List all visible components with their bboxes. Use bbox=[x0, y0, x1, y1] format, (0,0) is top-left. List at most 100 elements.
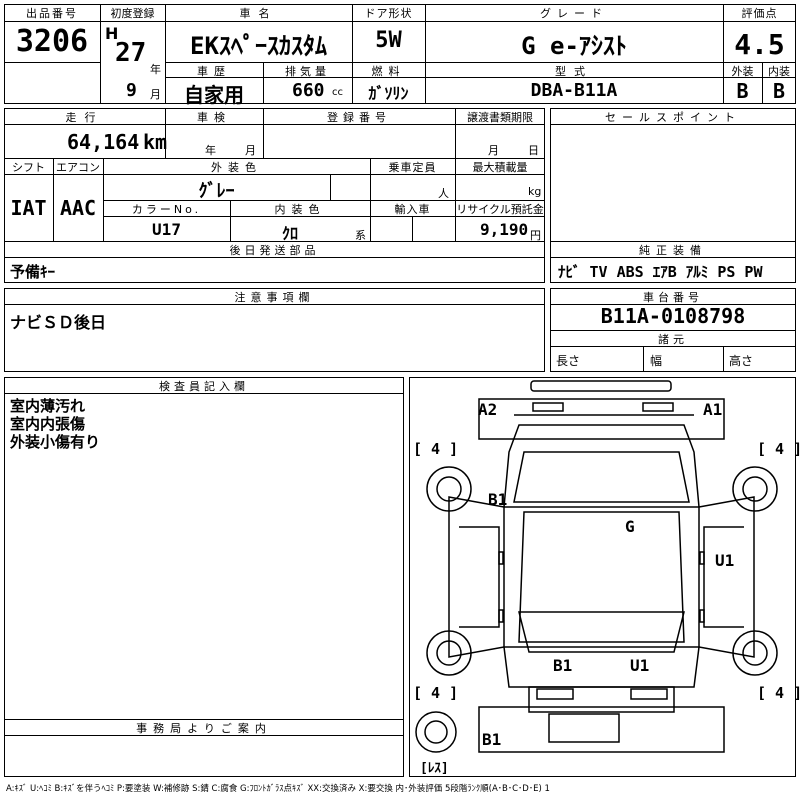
grade: G e-ｱｼｽﾄ bbox=[521, 32, 627, 60]
divider bbox=[165, 108, 166, 158]
year-unit: 年 bbox=[150, 63, 161, 76]
car-diagram bbox=[415, 380, 778, 753]
displacement-label: 排気量 bbox=[285, 65, 330, 78]
lot-number-label: 出品番号 bbox=[26, 7, 78, 20]
divider bbox=[4, 124, 545, 125]
ext-color: ｸﾞﾚｰ bbox=[198, 181, 235, 202]
divider bbox=[550, 124, 796, 125]
displacement: 660 bbox=[292, 80, 325, 101]
score: 4.5 bbox=[734, 28, 785, 61]
inspection-month-unit: 月 bbox=[245, 144, 256, 157]
header-block bbox=[4, 4, 796, 104]
equipment: ﾅﾋﾞ TV ABS ｴｱB ｱﾙﾐ PS PW bbox=[558, 263, 763, 281]
divider bbox=[230, 200, 231, 241]
divider bbox=[4, 21, 100, 22]
history: 自家用 bbox=[184, 83, 244, 107]
divider bbox=[4, 174, 545, 175]
divider bbox=[352, 4, 353, 104]
model-code: DBA-B11A bbox=[530, 80, 618, 101]
transfer-deadline-label: 譲渡書類期限 bbox=[467, 111, 533, 124]
spare-tire: [ﾚｽ] bbox=[420, 761, 449, 776]
tire-rear-left: [ 4 ] bbox=[413, 684, 459, 702]
divider bbox=[455, 108, 456, 241]
notes-block bbox=[4, 288, 545, 372]
divider bbox=[263, 108, 264, 158]
divider bbox=[550, 330, 796, 331]
later-parts: 予備ｷｰ bbox=[10, 263, 56, 281]
divider bbox=[4, 62, 100, 63]
car-diagram-block bbox=[409, 377, 796, 777]
divider bbox=[4, 735, 404, 736]
divider bbox=[370, 158, 371, 241]
damage-mark-b1-bumper: B1 bbox=[482, 730, 502, 749]
divider bbox=[550, 241, 796, 242]
chassis-no: B11A-0108798 bbox=[600, 304, 746, 328]
shift-label: シフト bbox=[12, 161, 45, 174]
color-no: U17 bbox=[152, 220, 181, 239]
month-unit: 月 bbox=[150, 88, 161, 101]
inspection-year-unit: 年 bbox=[205, 144, 216, 157]
divider bbox=[425, 4, 426, 104]
fuel-label: 燃料 bbox=[371, 65, 406, 78]
interior-grade: B bbox=[772, 79, 786, 103]
office-label: 事務局よりご案内 bbox=[136, 722, 272, 735]
divider bbox=[4, 158, 545, 159]
recycle: 9,190 bbox=[480, 220, 529, 239]
series-unit: 系 bbox=[355, 229, 366, 242]
inspection-label: 車検 bbox=[197, 111, 231, 124]
chassis-no-label: 車台番号 bbox=[643, 291, 703, 304]
km-unit: km bbox=[143, 130, 168, 154]
divider bbox=[723, 346, 724, 372]
person-unit: 人 bbox=[438, 187, 449, 200]
divider bbox=[550, 257, 796, 258]
divider bbox=[550, 304, 796, 305]
recycle-label: リサイクル預託金 bbox=[456, 203, 544, 216]
width-label: 幅 bbox=[650, 354, 663, 368]
mileage: 64,164 bbox=[67, 130, 140, 154]
history-label: 車歴 bbox=[197, 65, 231, 78]
divider bbox=[4, 393, 404, 394]
divider bbox=[53, 158, 54, 241]
score-label: 評価点 bbox=[741, 7, 778, 20]
reg-year: 27 bbox=[115, 38, 147, 68]
door-type-label: ドア形状 bbox=[364, 7, 413, 20]
tire-rear-right: [ 4 ] bbox=[757, 684, 800, 702]
divider bbox=[103, 216, 545, 217]
mileage-label: 走行 bbox=[65, 111, 104, 124]
equipment-label: 純正装備 bbox=[639, 244, 707, 257]
import-label: 輸入車 bbox=[394, 203, 431, 216]
kg-unit: kg bbox=[528, 185, 542, 198]
details-block bbox=[4, 108, 545, 283]
first-reg-label: 初度登録 bbox=[110, 7, 155, 20]
divider bbox=[165, 77, 796, 78]
divider bbox=[4, 719, 404, 720]
door-type: 5W bbox=[375, 28, 402, 53]
ext-color-label: 外装色 bbox=[211, 161, 262, 174]
legend: A:ｷｽﾞ U:ﾍｺﾐ B:ｷｽﾞを伴うﾍｺﾐ P:要塗装 W:補修跡 S:錆 … bbox=[6, 784, 550, 794]
reg-no-label: 登録番号 bbox=[327, 111, 391, 124]
aircon-label: エアコン bbox=[56, 161, 100, 174]
divider bbox=[165, 62, 796, 63]
damage-mark-u1-rear: U1 bbox=[630, 656, 650, 675]
sales-point-label: セールスポイント bbox=[605, 111, 741, 124]
divider bbox=[330, 174, 331, 200]
reg-month: 9 bbox=[126, 80, 137, 101]
lot-number: 3206 bbox=[15, 24, 89, 59]
capacity-label: 乗車定員 bbox=[388, 161, 437, 174]
car-name: EKｽﾍﾟｰｽｶｽﾀﾑ bbox=[190, 32, 327, 60]
divider bbox=[550, 346, 796, 347]
inspector-label: 検査員記入欄 bbox=[159, 380, 249, 393]
height-label: 高さ bbox=[729, 354, 754, 368]
cc-unit: cc bbox=[332, 87, 343, 98]
divider bbox=[4, 304, 545, 305]
exterior-grade: B bbox=[736, 79, 749, 103]
tire-front-left: [ 4 ] bbox=[413, 440, 459, 458]
damage-mark-b1-rear: B1 bbox=[553, 656, 573, 675]
damage-mark-a1: A1 bbox=[703, 400, 723, 419]
length-label: 長さ bbox=[556, 354, 581, 368]
aircon: AAC bbox=[59, 196, 97, 220]
int-color-label: 内装色 bbox=[274, 203, 326, 216]
deadline-month-unit: 月 bbox=[488, 144, 499, 157]
notes-label: 注意事項欄 bbox=[234, 291, 315, 304]
later-parts-label: 後日発送部品 bbox=[229, 244, 320, 257]
